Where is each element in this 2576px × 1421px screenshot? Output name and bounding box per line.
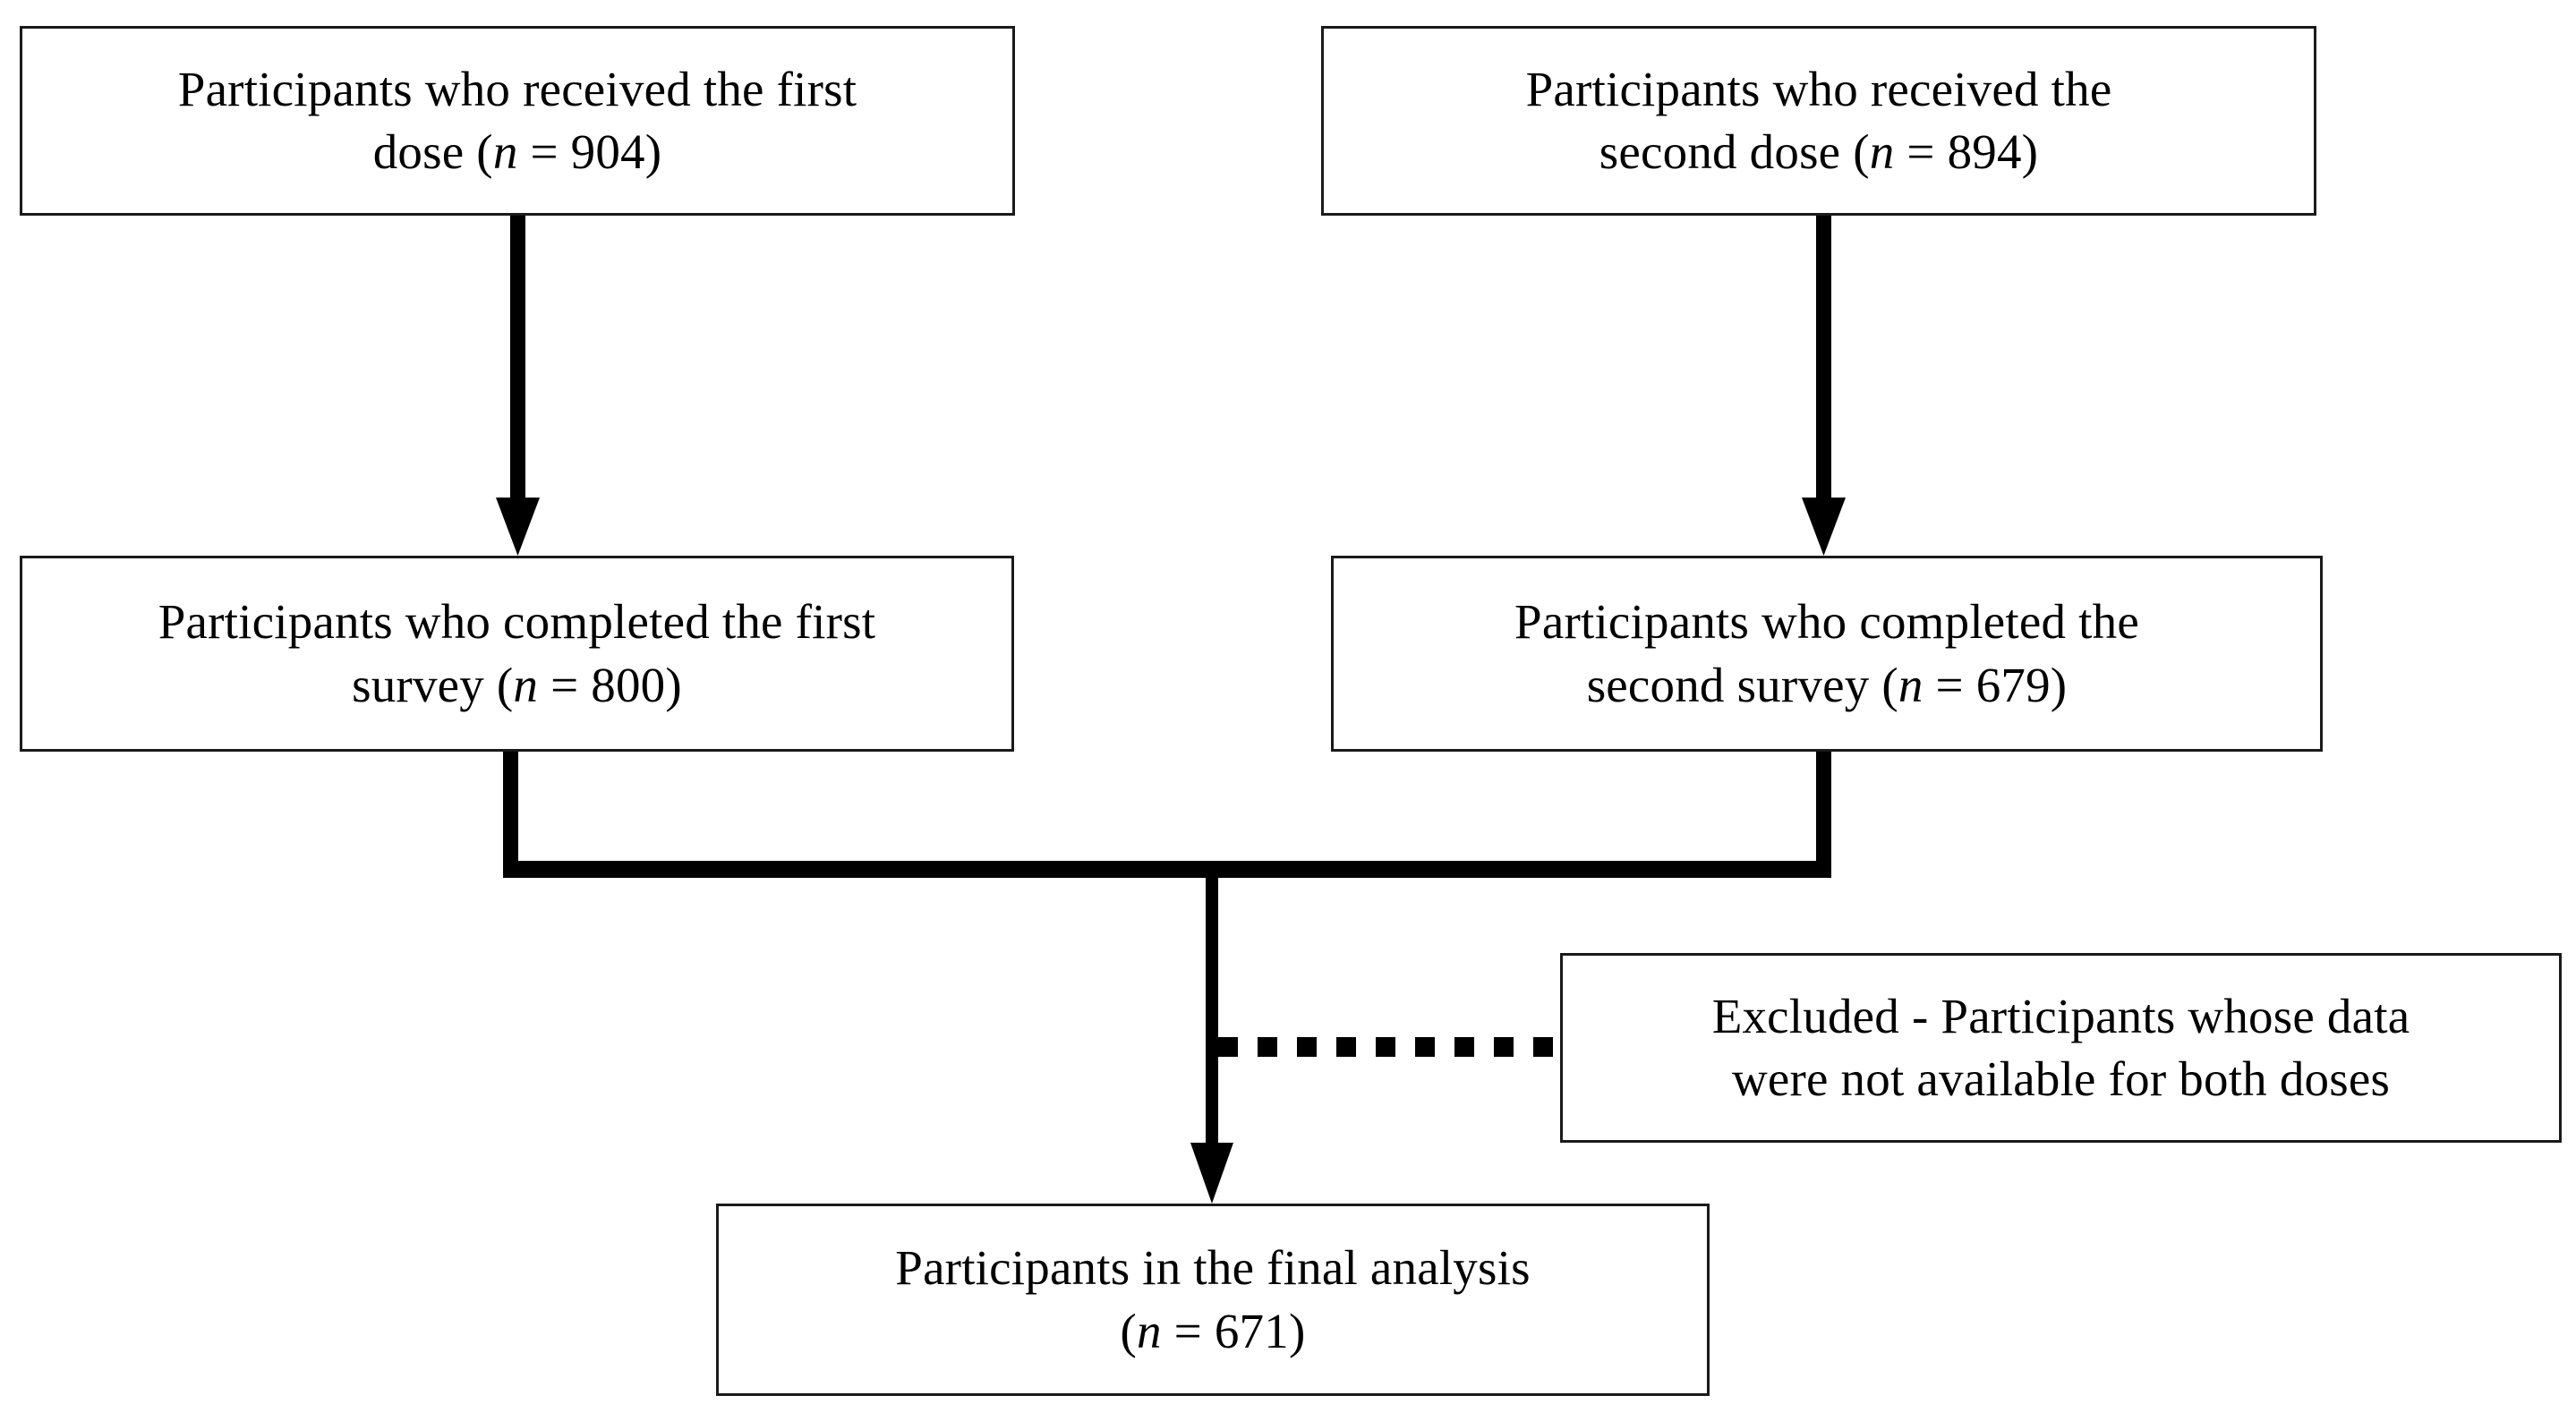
edge-second-dose-to-second-survey [1802,216,1846,556]
node-first-dose-line1: Participants who received the first [177,61,857,116]
node-second-dose-n-symbol: n [1869,124,1895,179]
node-excluded: Excluded - Participants whose data were n… [1560,953,2562,1143]
node-second-dose-text: Participants who received the second dose… [1526,58,2112,184]
edge-first-dose-to-first-survey [496,216,540,556]
node-first-survey-line1: Participants who completed the first [158,594,876,650]
node-final-analysis: Participants in the final analysis (n = 6… [716,1204,1710,1396]
node-first-dose-line2-post: = 904) [517,124,662,179]
node-second-survey-text: Participants who completed the second sur… [1514,591,2139,717]
node-final-analysis-line1: Participants in the final analysis [895,1240,1531,1296]
node-second-survey-line2-post: = 679) [1923,657,2068,712]
node-second-dose-line2-pre: second dose ( [1599,124,1870,179]
node-second-dose-line2-post: = 894) [1894,124,2039,179]
node-first-dose-text: Participants who received the first dose … [178,58,857,184]
node-second-survey: Participants who completed the second sur… [1331,556,2323,752]
node-first-dose-line2-pre: dose ( [372,124,493,179]
node-final-analysis-line2-pre: ( [1120,1303,1138,1358]
node-first-survey-n-symbol: n [513,657,539,712]
node-second-dose: Participants who received the second dose… [1321,26,2316,216]
node-excluded-text: Excluded - Participants whose data were n… [1712,985,2410,1111]
node-first-survey-line2-post: = 800) [538,657,682,712]
node-final-analysis-n-symbol: n [1137,1303,1162,1358]
node-final-analysis-line2-post: = 671) [1161,1303,1306,1358]
node-second-survey-line2-pre: second survey ( [1586,657,1898,712]
node-second-dose-line1: Participants who received the [1525,61,2112,116]
node-excluded-line2: were not available for both doses [1731,1051,2391,1106]
node-final-analysis-text: Participants in the final analysis (n = 6… [895,1237,1530,1363]
node-first-dose-n-symbol: n [492,124,518,179]
node-excluded-line1: Excluded - Participants whose data [1711,988,2410,1043]
node-first-survey: Participants who completed the first surv… [20,556,1014,752]
node-second-survey-n-symbol: n [1898,657,1923,712]
node-second-survey-line1: Participants who completed the [1514,594,2139,650]
node-first-dose: Participants who received the first dose … [20,26,1015,216]
node-first-survey-text: Participants who completed the first surv… [158,591,875,717]
node-first-survey-line2-pre: survey ( [352,657,514,712]
